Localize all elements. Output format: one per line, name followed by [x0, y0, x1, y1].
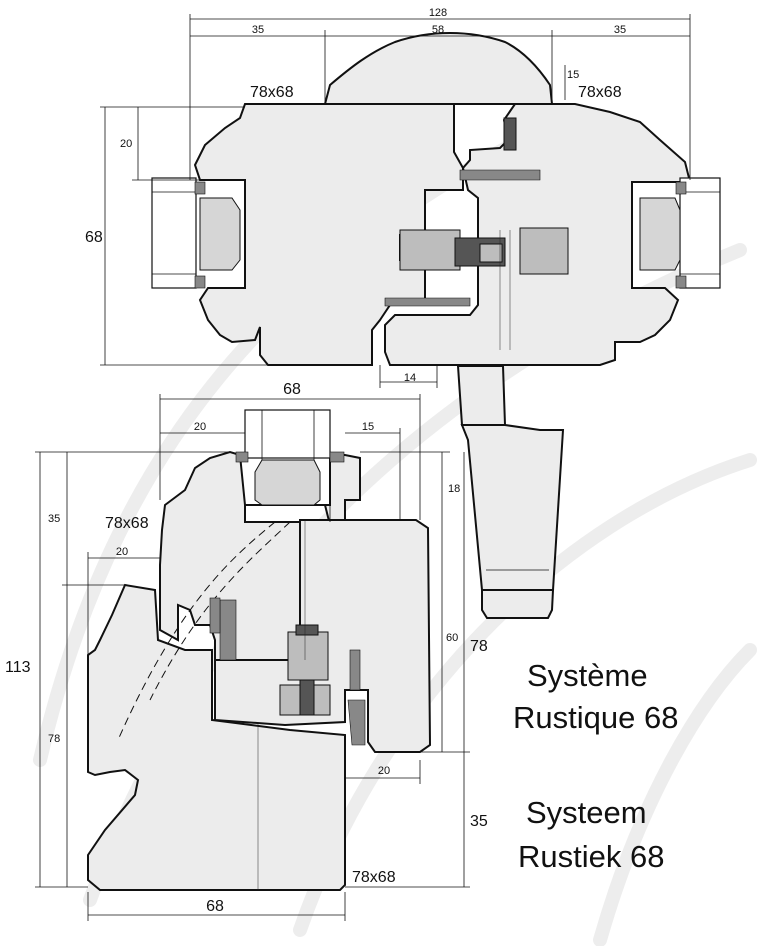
dim-right-step: 20: [378, 765, 390, 777]
dim-center-width: 58: [432, 24, 444, 36]
top-right-glass: [639, 177, 721, 289]
top-dimension-labels: 128 35 58 35 15 78x68 78x68 20 68 14: [85, 7, 626, 384]
bottom-profile-label-top: 78x68: [105, 515, 149, 532]
bottom-profile-label-bottom: 78x68: [352, 869, 396, 886]
bottom-dimension-lines: [35, 394, 470, 921]
top-hardware: [384, 117, 569, 350]
top-handle: [456, 365, 565, 619]
dim-bottom-gap: 14: [404, 372, 416, 384]
dim-bottom-width: 68: [206, 898, 224, 915]
dim-sash-height: 60: [446, 632, 458, 644]
dim-left-offset: 20: [194, 421, 206, 433]
dim-height: 68: [85, 229, 103, 246]
top-profile-label-left: 78x68: [250, 84, 294, 101]
dim-frame-height: 78: [470, 638, 488, 655]
top-profile-label-right: 78x68: [578, 84, 622, 101]
top-dimension-lines: [100, 14, 691, 388]
top-cap: [323, 32, 554, 105]
bottom-dimension-labels: 68 20 15 18 35 78x68 20 60 78 113 78 20 …: [5, 381, 488, 915]
dim-left-step: 20: [116, 546, 128, 558]
top-section: [100, 14, 721, 619]
bottom-section: [35, 394, 470, 921]
dim-overall-height: 113: [5, 659, 31, 676]
title-block: Système Rustique 68 Systeem Rustiek 68: [513, 658, 678, 874]
bottom-glass: [235, 409, 345, 522]
dim-lower-part: 78: [48, 733, 60, 745]
bottom-dashed-sweep: [117, 521, 291, 741]
bottom-hardware: [209, 597, 366, 746]
title-fr-line2: Rustique 68: [513, 700, 678, 735]
dim-top-width: 68: [283, 381, 301, 398]
dim-overall-width: 128: [429, 7, 447, 19]
dim-right-offset: 15: [362, 421, 374, 433]
dim-upper-part: 35: [48, 513, 60, 525]
dim-upper-step: 20: [120, 138, 132, 150]
dim-glass-step: 18: [448, 483, 460, 495]
title-fr-line1: Système: [527, 658, 648, 693]
dim-bottom-part: 35: [470, 813, 488, 830]
bottom-internal-lines: [214, 520, 306, 890]
title-nl-line2: Rustiek 68: [518, 839, 664, 874]
dim-right-width: 35: [614, 24, 626, 36]
top-left-glass: [151, 177, 241, 289]
dim-cap-step: 15: [567, 69, 579, 81]
dim-left-width: 35: [252, 24, 264, 36]
title-nl-line1: Systeem: [526, 795, 647, 830]
